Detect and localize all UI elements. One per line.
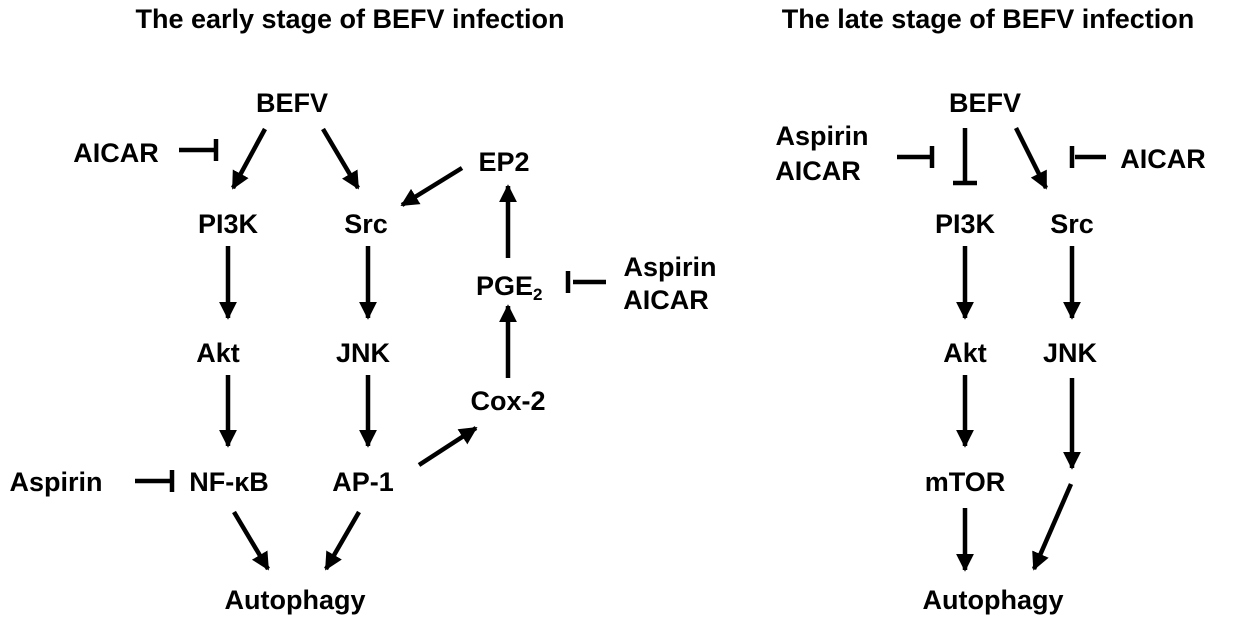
early-nfkb-node: NF-κB (189, 467, 269, 497)
early-arrow-befv-pi3k (231, 127, 267, 190)
early-akt-node: Akt (196, 338, 240, 368)
early-arrow-befv-src (321, 127, 360, 190)
early-pge2-subscript: 2 (533, 285, 542, 304)
early-aspirin-pge-inhibitor: Aspirin (623, 252, 716, 282)
late-autophagy-node: Autophagy (923, 585, 1064, 615)
early-befv-node: BEFV (256, 88, 328, 118)
late-stage-title: The late stage of BEFV infection (782, 4, 1195, 34)
early-ep2-node: EP2 (478, 147, 529, 177)
early-aicar-inhibitor: AICAR (73, 138, 159, 168)
late-befv-node: BEFV (949, 88, 1021, 118)
early-stage-title: The early stage of BEFV infection (135, 4, 564, 34)
early-arrow-nfkb-autophagy (232, 510, 270, 571)
late-pi3k-node: PI3K (935, 209, 996, 239)
early-arrow-ap1-cox2 (417, 426, 478, 467)
late-arrow-befv-src (1013, 126, 1049, 190)
early-src-node: Src (344, 209, 388, 239)
early-pge2-main: PGE (476, 271, 533, 301)
early-arrow-ap1-autophagy (324, 510, 361, 571)
early-cox2-node: Cox-2 (470, 386, 545, 416)
late-jnk-node: JNK (1043, 338, 1098, 368)
early-pi3k-node: PI3K (198, 209, 259, 239)
late-arrow-jnk-autophagy (1031, 483, 1074, 571)
late-akt-node: Akt (943, 338, 987, 368)
late-aicar-right-inhibitor: AICAR (1120, 144, 1206, 174)
early-aicar-pge-inhibitor: AICAR (623, 285, 709, 315)
late-src-node: Src (1050, 209, 1094, 239)
late-mtor-node: mTOR (925, 467, 1006, 497)
early-jnk-node: JNK (336, 338, 391, 368)
early-autophagy-node: Autophagy (225, 585, 366, 615)
early-arrow-ep2-src (400, 166, 464, 207)
late-aspirin-inhibitor: Aspirin (775, 121, 868, 151)
late-aicar-left-inhibitor: AICAR (775, 156, 861, 186)
early-pge2-node: PGE2 (476, 271, 543, 304)
early-aspirin-nfkb-inhibitor: Aspirin (9, 467, 102, 497)
early-ap1-node: AP-1 (332, 467, 394, 497)
